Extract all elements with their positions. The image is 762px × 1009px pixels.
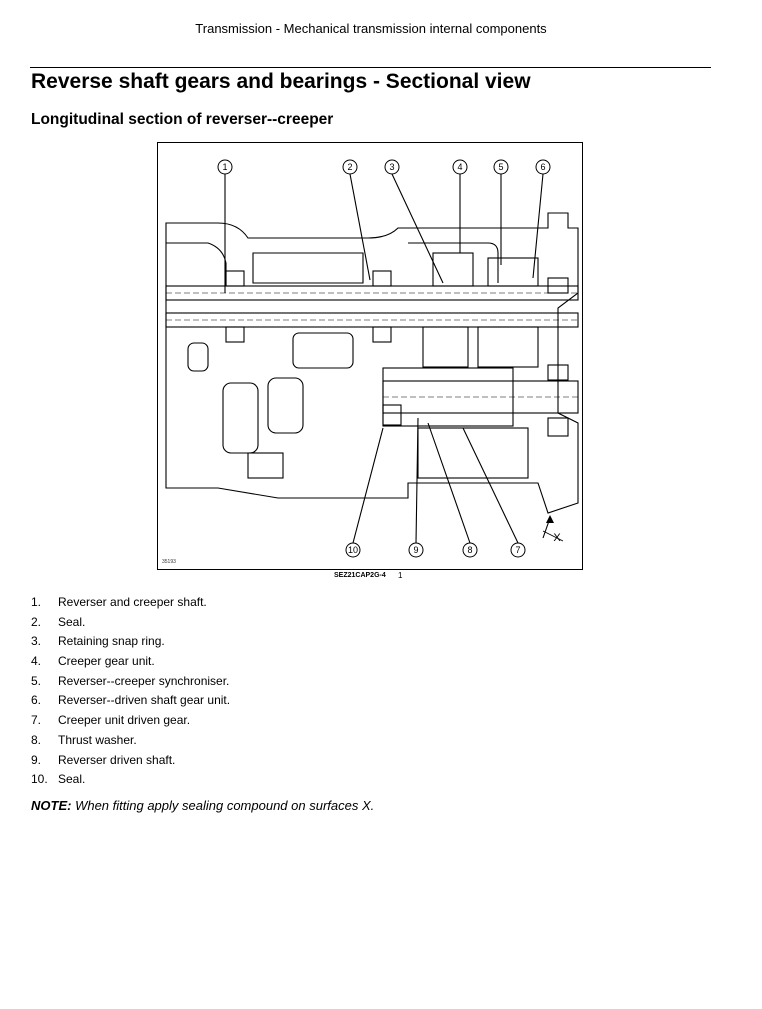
note-label: NOTE: xyxy=(31,798,72,813)
svg-text:9: 9 xyxy=(413,545,418,555)
legend-item: 9. Reverser driven shaft. xyxy=(31,751,230,771)
sectional-view-figure: 1 2 3 4 5 6 7 8 9 10 X 35193 xyxy=(157,142,583,570)
legend-text: Seal. xyxy=(58,614,86,629)
legend-text: Creeper unit driven gear. xyxy=(58,713,191,728)
svg-text:7: 7 xyxy=(515,545,520,555)
legend-item: 3. Retaining snap ring. xyxy=(31,632,230,652)
svg-text:5: 5 xyxy=(498,162,503,172)
svg-text:2: 2 xyxy=(347,162,352,172)
callout-8: 8 xyxy=(462,542,478,558)
legend-number: 5. xyxy=(31,673,42,688)
running-header: Transmission - Mechanical transmission i… xyxy=(195,21,547,36)
legend-text: Retaining snap ring. xyxy=(58,634,165,649)
callout-7: 7 xyxy=(510,542,526,558)
fitting-note: NOTE: When fitting apply sealing compoun… xyxy=(31,798,374,813)
legend-item: 6. Reverser--driven shaft gear unit. xyxy=(31,691,230,711)
legend-number: 3. xyxy=(31,634,42,649)
svg-text:6: 6 xyxy=(540,162,545,172)
callout-3: 3 xyxy=(384,159,400,175)
legend-text: Thrust washer. xyxy=(58,732,137,747)
legend-number: 7. xyxy=(31,713,42,728)
legend-item: 5. Reverser--creeper synchroniser. xyxy=(31,672,230,692)
legend-text: Reverser--creeper synchroniser. xyxy=(58,673,230,688)
legend-text: Reverser driven shaft. xyxy=(58,752,176,767)
svg-text:10: 10 xyxy=(348,545,358,555)
legend-item: 10. Seal. xyxy=(31,770,230,790)
legend-item: 1. Reverser and creeper shaft. xyxy=(31,593,230,613)
svg-text:4: 4 xyxy=(457,162,462,172)
parts-legend: 1. Reverser and creeper shaft. 2. Seal. 3.… xyxy=(31,593,230,790)
callout-5: 5 xyxy=(493,159,509,175)
legend-text: Creeper gear unit. xyxy=(58,654,155,669)
legend-text: Reverser and creeper shaft. xyxy=(58,595,207,609)
legend-item: 7. Creeper unit driven gear. xyxy=(31,711,230,731)
callout-1: 1 xyxy=(217,159,233,175)
legend-item: 2. Seal. xyxy=(31,613,230,633)
callout-9: 9 xyxy=(408,542,424,558)
note-text: When fitting apply sealing compound on s… xyxy=(71,798,375,813)
section-title: Longitudinal section of reverser--creepe… xyxy=(31,111,334,128)
header-rule xyxy=(30,67,711,68)
svg-text:3: 3 xyxy=(389,162,394,172)
page-title: Reverse shaft gears and bearings - Secti… xyxy=(31,70,531,93)
legend-number: 2. xyxy=(31,614,42,629)
legend-number: 8. xyxy=(31,732,42,747)
legend-number: 9. xyxy=(31,752,42,767)
figure-caption-code: SEZ21CAP2G-4 xyxy=(334,572,386,579)
legend-item: 8. Thrust washer. xyxy=(31,731,230,751)
legend-item: 4. Creeper gear unit. xyxy=(31,652,230,672)
legend-number: 10. xyxy=(31,772,48,787)
legend-number: 4. xyxy=(31,654,42,669)
plate-id: 35193 xyxy=(162,559,176,565)
legend-text: Reverser--driven shaft gear unit. xyxy=(58,693,231,708)
callout-10: 10 xyxy=(345,542,361,558)
legend-number: 1. xyxy=(31,595,42,609)
svg-text:8: 8 xyxy=(467,545,472,555)
sectional-drawing: 1 2 3 4 5 6 7 8 9 10 X xyxy=(165,159,579,558)
figure-number: 1 xyxy=(398,571,403,580)
legend-text: Seal. xyxy=(58,772,86,787)
callout-4: 4 xyxy=(452,159,468,175)
svg-text:1: 1 xyxy=(222,162,227,172)
callout-6: 6 xyxy=(535,159,551,175)
legend-number: 6. xyxy=(31,693,42,708)
callout-2: 2 xyxy=(342,159,358,175)
